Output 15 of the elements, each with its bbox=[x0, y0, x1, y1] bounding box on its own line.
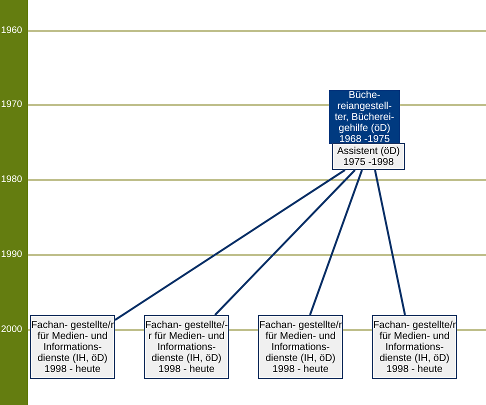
year-label: 1980 bbox=[1, 174, 22, 185]
position-box: Assistent (öD) 1975 -1998 bbox=[332, 143, 405, 170]
connector-line bbox=[374, 170, 406, 316]
position-box: Fachan- gestellte/r für Medien- und Informations- dienste (IH, öD) 1998 - heute bbox=[30, 315, 115, 379]
year-label: 2000 bbox=[1, 324, 22, 335]
position-box: Fachan- gestellte/-r für Medien- und Informations- dienste (IH, öD) 1998 - heute bbox=[144, 315, 229, 379]
year-label: 1990 bbox=[1, 249, 22, 260]
position-box: Büche- reiangestell- ter, Bücherei- gehilfe (öD) 1968 -1975 bbox=[329, 90, 400, 144]
year-label: 1970 bbox=[1, 99, 22, 110]
connector-line bbox=[114, 169, 346, 321]
position-box: Fachan- gestellte/r für Medien- und Informations- dienste (IH, öD) 1998 - heute bbox=[258, 315, 343, 379]
year-label: 1960 bbox=[1, 25, 22, 36]
position-box: Fachan- gestellte/r für Medien- und Informations- dienste (IH, öD) 1998 - heute bbox=[372, 315, 457, 379]
connector-line bbox=[309, 170, 363, 316]
connector-line bbox=[214, 169, 356, 316]
